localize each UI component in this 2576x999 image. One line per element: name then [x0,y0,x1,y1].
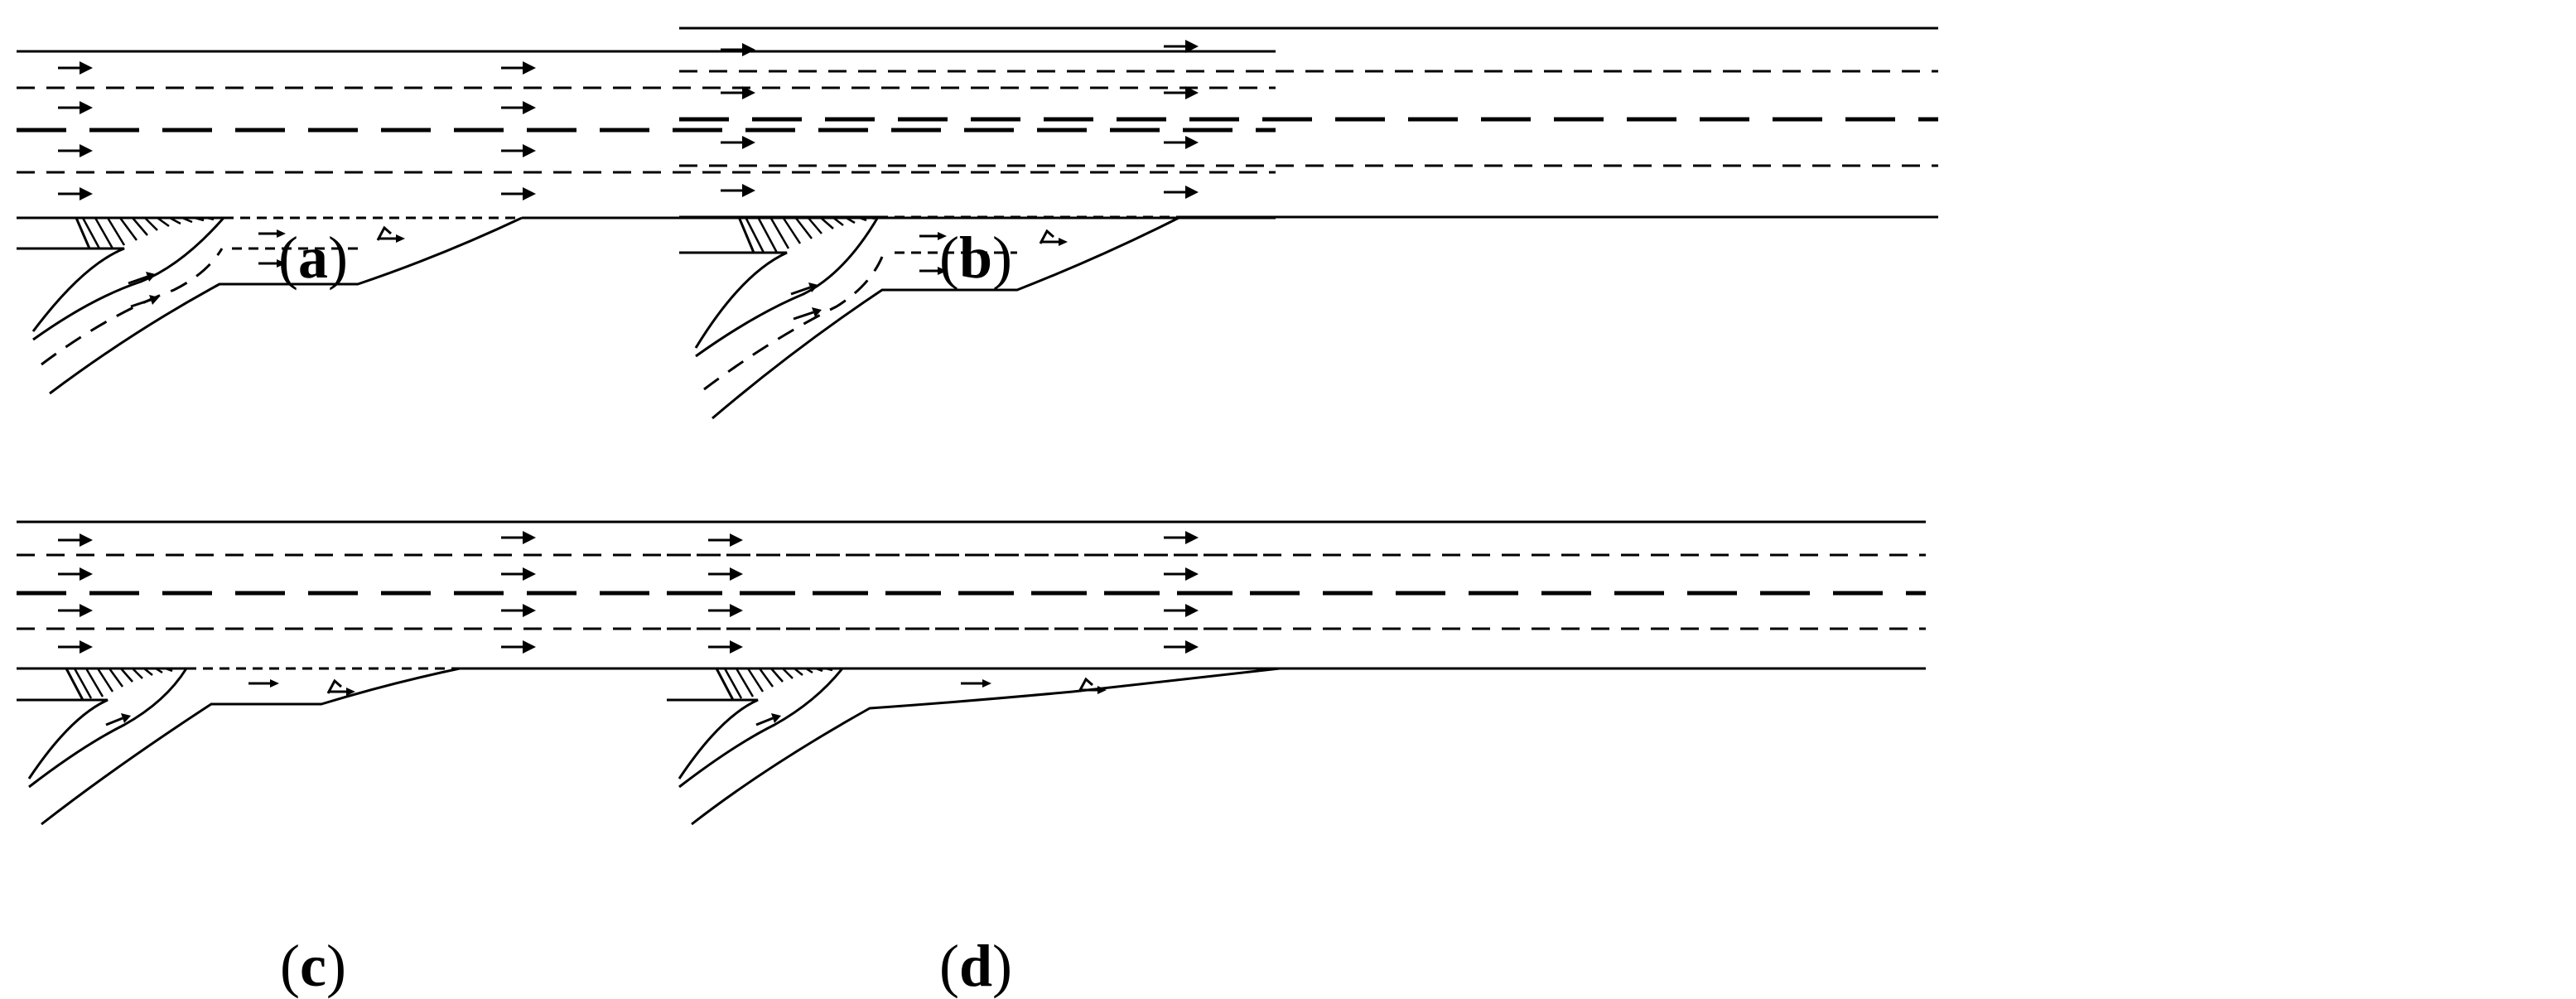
merge-arrow-icon [258,259,286,268]
merge-arrow-icon [258,229,286,238]
lane-arrow-icon [1164,604,1199,617]
lane-arrow-icon [501,567,536,581]
gore-hatch [73,667,173,699]
panel-a-drawing [17,50,1276,395]
gore-hatch [81,216,215,249]
merge-arrow-icon [248,679,279,688]
panel-a: (a) [0,0,1288,480]
lane-arrow-icon [501,604,536,617]
lane-arrow-icon [721,86,755,99]
panel-caption: (c) [280,933,346,999]
ramp-left-edge [32,217,225,341]
merge-arrow-icon [790,282,818,296]
lane-arrow-icon [58,567,93,581]
lane-arrow-icon [1164,40,1199,53]
lane-arrow-icon [58,533,93,547]
panel-caption-letter: b [958,224,993,291]
panel-b: (b) [663,0,1951,480]
ramp-left-edge [695,216,880,358]
panel-caption-letter: a [298,224,328,291]
ramp-outer-edge [691,667,1281,826]
vehicle-merge-icon [326,678,355,696]
merge-arrow-icon [128,272,156,285]
lane-arrow-icon [58,640,93,654]
lane-arrow-icon [708,640,743,654]
merge-arrow-icon [793,307,822,321]
ramp-left-edge [28,668,188,789]
panel-d-drawing [667,520,1926,826]
lane-arrow-icon [58,101,93,114]
lane-arrow-icon [708,604,743,617]
gore-outline [27,668,109,779]
panel-caption-letter: c [300,933,326,999]
lane-arrow-icon [501,187,536,200]
vehicle-merge-icon [1039,229,1068,246]
lane-arrow-icon [1164,531,1199,544]
lane-arrow-icon [58,144,93,157]
lane-arrow-icon [721,43,755,56]
merge-diagram-figure: (a) [0,0,1951,996]
merge-arrow-icon [755,713,781,726]
panel-d: (d) [650,485,1938,996]
gore-outline [678,668,759,779]
lane-arrow-icon [501,531,536,544]
ramp-left-edge [678,668,844,789]
lane-arrow-icon [58,61,93,75]
lane-arrow-icon [1164,567,1199,581]
lane-arrow-icon [501,101,536,114]
lane-arrow-icon [1164,136,1199,149]
ramp-outer-edge [49,216,523,395]
lane-arrow-icon [1164,186,1199,199]
lane-arrow-icon [721,136,755,149]
lane-arrow-icon [721,184,755,197]
panel-caption: (d) [938,933,1012,999]
panel-caption: (a) [278,224,348,291]
vehicle-merge-icon [1078,677,1107,694]
lane-arrow-icon [1164,86,1199,99]
panel-caption: (b) [938,224,1012,291]
lane-arrow-icon [58,604,93,617]
lane-arrow-icon [501,61,536,75]
lane-arrow-icon [708,567,743,581]
ramp-outer-edge [712,215,1181,420]
lane-arrow-icon [1164,640,1199,654]
merge-arrow-icon [919,267,947,275]
gore-outline [694,216,788,349]
gore-hatch [723,667,833,699]
gore-hatch [744,215,876,253]
merge-arrow-icon [130,295,159,308]
ramp-lane-divider [703,256,884,391]
ramp-outer-edge [41,667,461,826]
lane-arrow-icon [501,144,536,157]
vehicle-merge-icon [376,225,405,243]
lane-arrow-icon [501,640,536,654]
gore-outline [31,217,125,332]
merge-arrow-icon [919,232,947,240]
ramp-lane-divider [41,248,224,366]
panel-b-drawing [679,27,1938,420]
panel-caption-letter: d [958,933,993,999]
lane-arrow-icon [58,187,93,200]
lane-arrow-icon [708,533,743,547]
merge-arrow-icon [961,679,991,688]
merge-arrow-icon [105,713,131,726]
